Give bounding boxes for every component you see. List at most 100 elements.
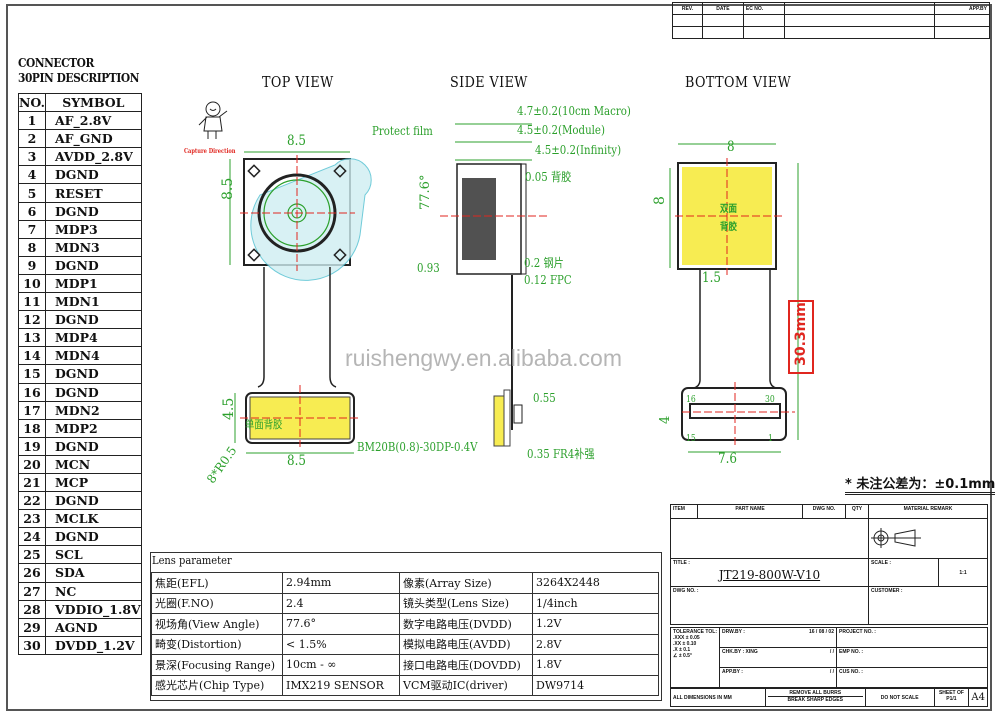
bom-dwg-no-header: DWG NO. (802, 504, 846, 519)
lens-param-row: 视场角(View Angle)77.6°数字电路电压(DVDD)1.2V (151, 613, 659, 635)
pin-symbol: AF_GND (44, 129, 142, 149)
pin-symbol-header: SYMBOL (44, 92, 142, 113)
pin-symbol: DGND (44, 364, 142, 384)
pin-symbol: AGND (44, 617, 142, 637)
pin-number: 14 (18, 346, 46, 366)
approved-by-header: APP.BY (933, 2, 991, 15)
tolerance-label: TOLERANCE TOL: (673, 629, 717, 635)
no-scale-note: DO NOT SCALE (864, 688, 935, 707)
pin-number: 29 (18, 617, 46, 637)
drawn-by-label: DRW.BY : (722, 629, 745, 635)
bottom-height-dim: 8 (652, 196, 668, 205)
bottom-connector-width-dim: 7.6 (718, 451, 737, 467)
lens-param-key: 数字电路电压(DVDD) (399, 613, 533, 635)
fpc-width-dim: 1.5 (702, 270, 721, 286)
side-angle-dim: 77.6° (418, 174, 433, 210)
pin-number: 8 (18, 237, 46, 257)
pin-number: 17 (18, 400, 46, 420)
pin-number: 16 (18, 382, 46, 402)
side-adhesive-dim: 0.05 背胶 (525, 170, 572, 184)
pin-number: 27 (18, 581, 46, 601)
title-block: ITEM PART NAME DWG NO. QTY MATERIAL REMA… (670, 500, 988, 707)
connector-width-dim: 8.5 (287, 453, 306, 469)
tolerance-note: * 未注公差为：±0.1mm (845, 473, 996, 495)
lens-param-value: 1.2V (532, 613, 659, 635)
scale-label: SCALE : (871, 560, 891, 566)
lens-param-key: 焦距(EFL) (151, 572, 283, 594)
pin-symbol: DGND (44, 436, 142, 456)
pin-number: 4 (18, 165, 46, 185)
title-label: TITLE : (673, 560, 690, 566)
pad-label-1: 双面 (720, 204, 737, 215)
pin-symbol: VDDIO_1.8V (44, 599, 142, 619)
pin-symbol: DGND (44, 382, 142, 402)
side-connector-height-dim: 0.55 (533, 391, 556, 405)
pin-symbol: AVDD_2.8V (44, 147, 142, 167)
connector-title: CONNECTOR 30PIN DESCRIPTION (18, 55, 140, 85)
pin-number: 5 (18, 183, 46, 203)
lens-parameter-box (150, 552, 662, 701)
lens-param-key: 感光芯片(Chip Type) (151, 674, 283, 696)
side-offset-dim: 0.93 (417, 261, 440, 275)
lens-param-value: IMX219 SENSOR (282, 674, 400, 696)
bottom-view-drawing (669, 143, 799, 453)
bom-item-header: ITEM (670, 504, 698, 519)
pin-symbol: MDN4 (44, 346, 142, 366)
lens-param-key: 像素(Array Size) (399, 572, 533, 594)
pin-symbol: MDN2 (44, 400, 142, 420)
lens-param-value: < 1.5% (282, 633, 400, 655)
bom-part-name-header: PART NAME (697, 504, 803, 519)
checked-by-label: CHK.BY : (722, 649, 745, 655)
rev-header: REV. (672, 2, 703, 15)
bom-qty-header: QTY (845, 504, 869, 519)
connector-part-label: BM20B(0.8)-30DP-0.4V (357, 440, 478, 454)
customer-label: CUSTOMER : (868, 586, 988, 625)
drawn-date: 16 / 08 / 02 (808, 629, 834, 635)
pin-symbol: SCL (44, 545, 142, 565)
connector-height-dim: 4.5 (221, 397, 237, 420)
pin-number: 30 (18, 635, 46, 655)
lens-param-key: 景深(Focusing Range) (151, 654, 283, 676)
pin-symbol: DVDD_1.2V (44, 635, 142, 655)
pin-number: 12 (18, 310, 46, 330)
pin-number: 18 (18, 418, 46, 438)
pin-symbol: MDP2 (44, 418, 142, 438)
pin-symbol: MCP (44, 472, 142, 493)
total-length-box: 30.3mm (788, 300, 814, 374)
pin-symbol: DGND (44, 310, 142, 330)
pin-16-label: 16 (686, 395, 696, 405)
lens-param-value: 2.94mm (282, 572, 400, 594)
lens-param-value: 2.8V (532, 633, 659, 655)
pin-number: 23 (18, 509, 46, 529)
side-dim-module: 4.5±0.2(Module) (517, 123, 605, 137)
pin-30-label: 30 (765, 395, 775, 405)
projection-symbol-icon (871, 527, 921, 548)
checked-date: / / (829, 649, 834, 655)
pin-number: 19 (18, 436, 46, 456)
side-view-drawing (440, 123, 550, 447)
side-view-title: SIDE VIEW (450, 73, 528, 91)
pin-number: 11 (18, 292, 46, 312)
paper-size: A4 (968, 688, 988, 707)
top-width-dim: 8.5 (287, 133, 306, 149)
